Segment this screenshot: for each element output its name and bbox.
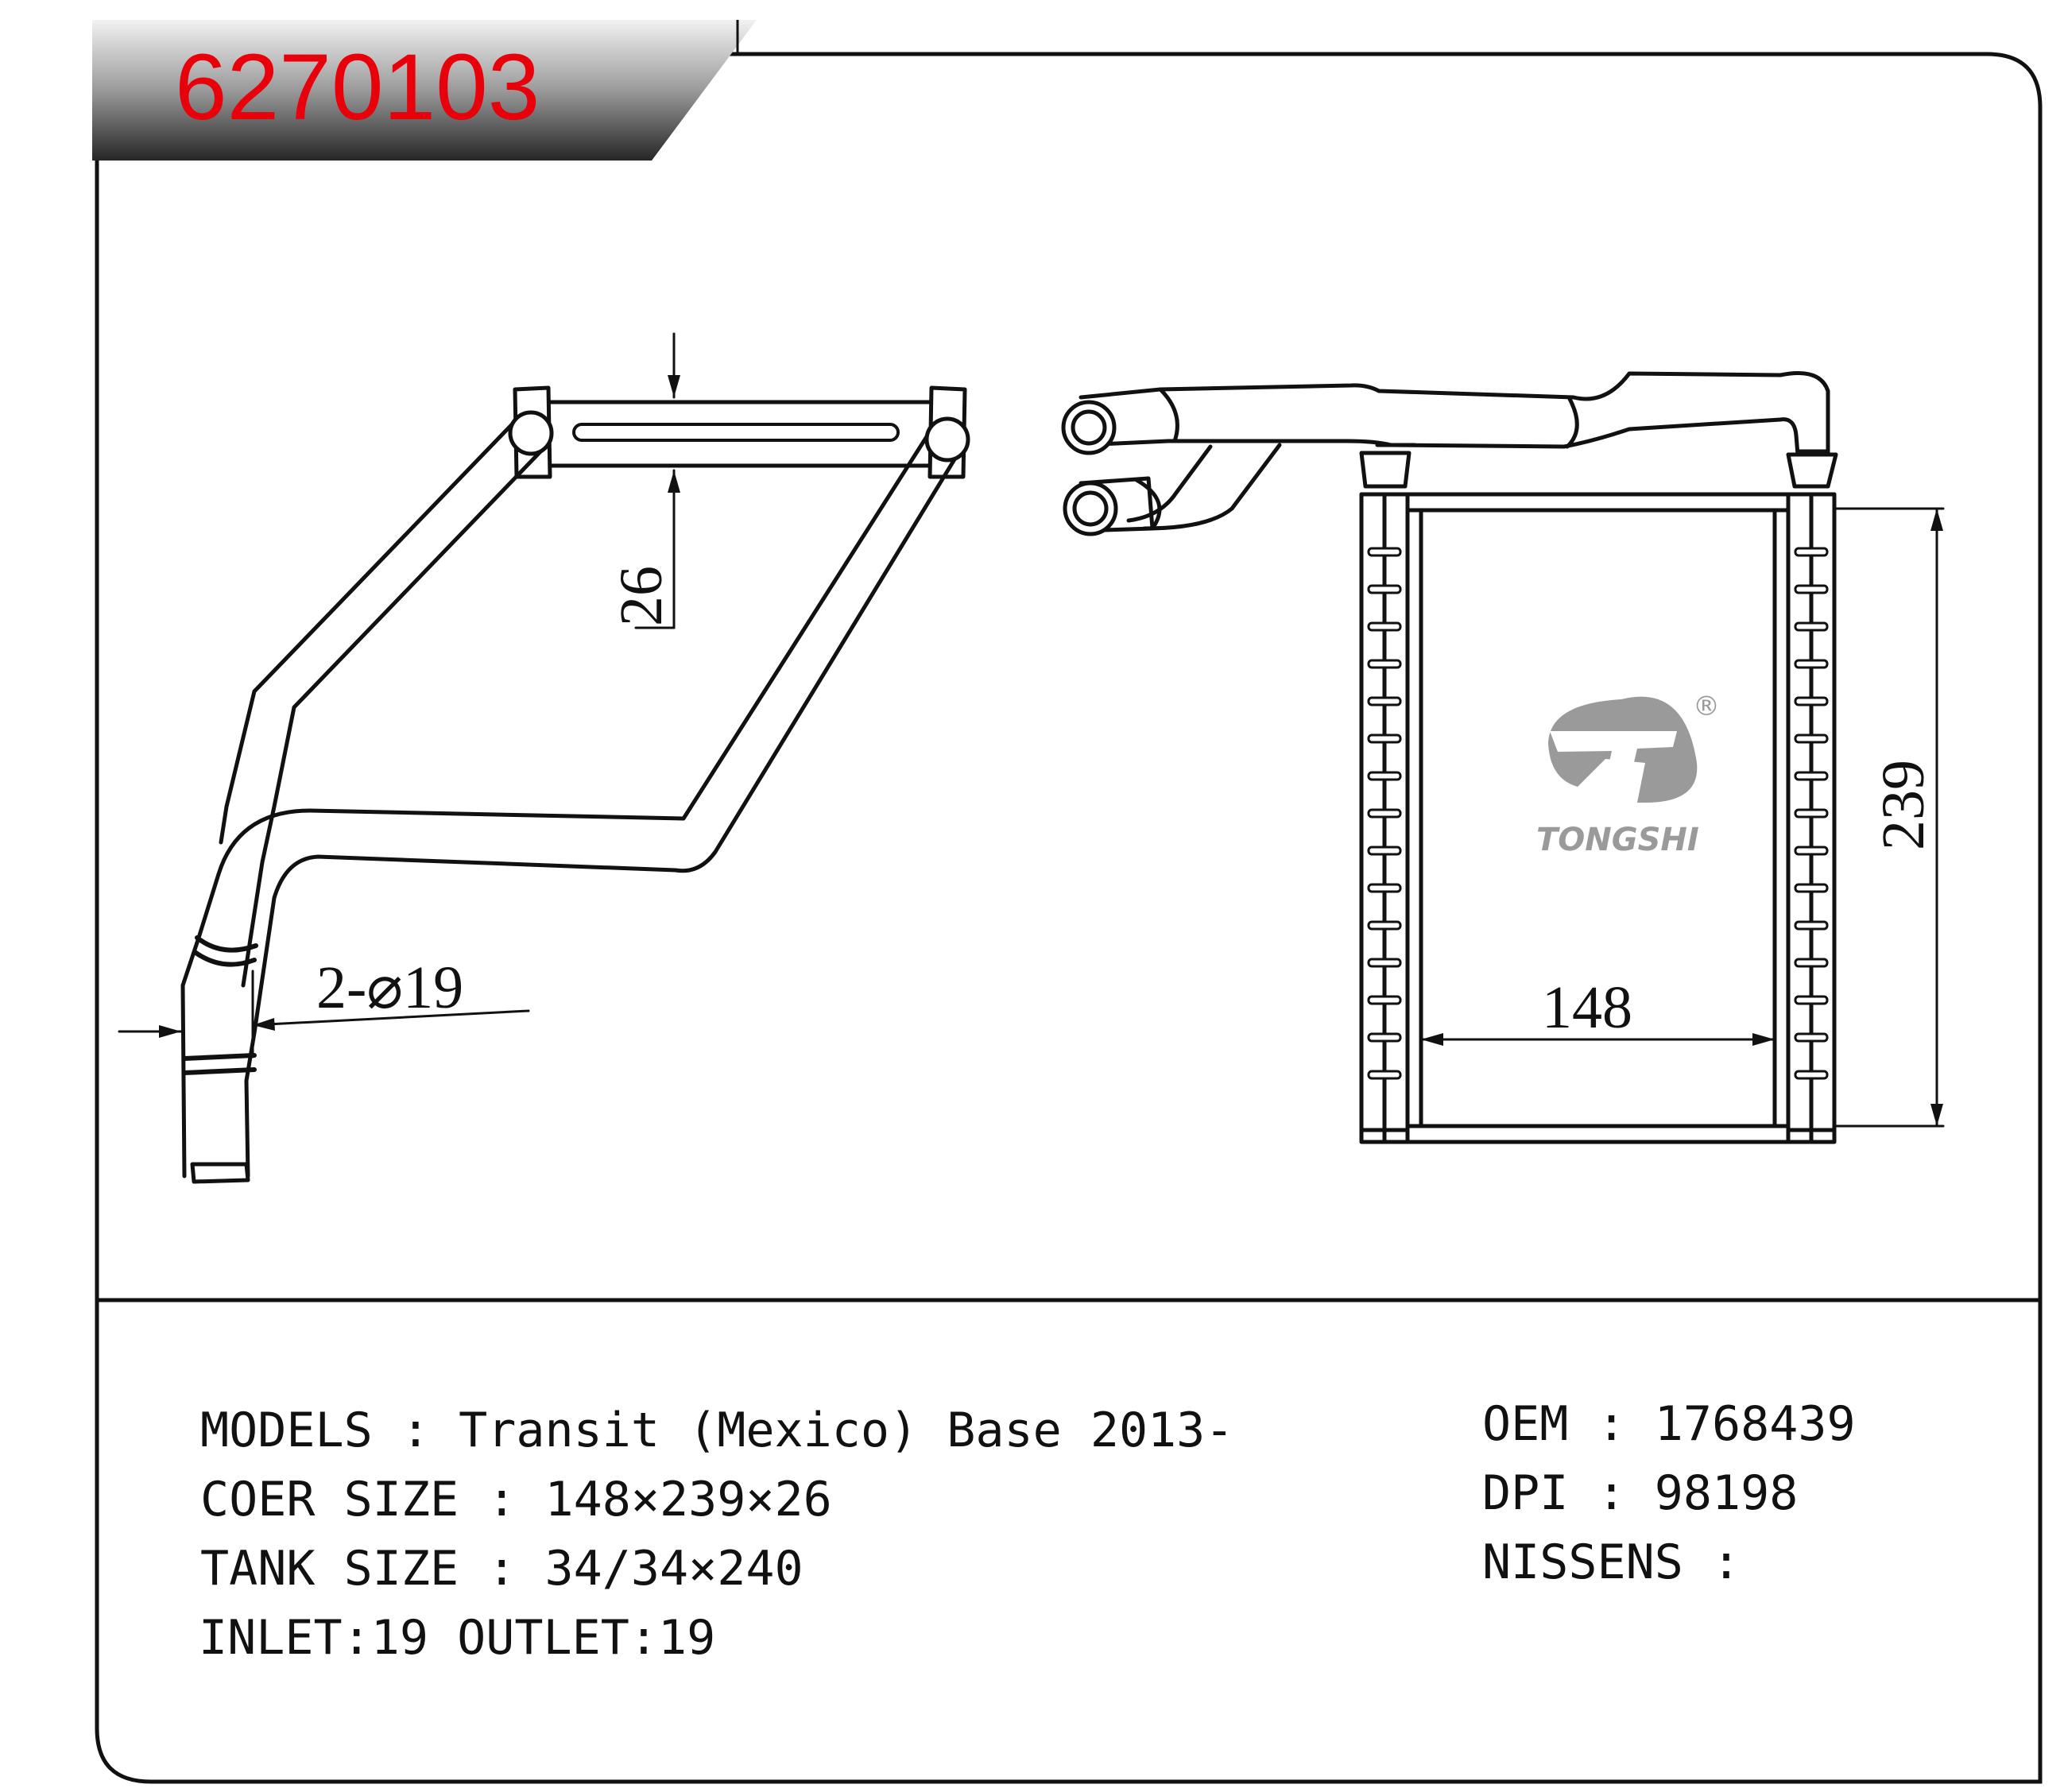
top-pipes [1061,371,1830,536]
left-tank-slot [1367,995,1402,1005]
side-view [118,332,970,1184]
left-tank-slot [1367,883,1402,893]
specifications: MODELS : Transit (Mexico) Base 2013- COE… [199,1396,1856,1666]
dim-pipe-diameter [118,970,530,1059]
right-tank-slot [1794,920,1829,931]
logo-brand: TONGSHI [1536,822,1699,858]
pipe-end-fittings [182,935,258,1184]
left-tank-slot [1367,621,1402,632]
pipe-b [180,416,970,1179]
right-tank-slot [1794,659,1829,669]
left-tank-slot [1367,771,1402,781]
right-tank-slot [1794,808,1829,819]
dim-239 [1833,507,1945,1128]
right-tank-slot [1794,733,1829,744]
front-view [1061,371,1945,1144]
spec-dpi: DPI : 98198 [1482,1465,1798,1521]
right-tank-slot [1794,995,1829,1005]
left-tank-slot [1367,1070,1402,1080]
tank-slot-marks [1367,547,1829,1080]
spec-core-size: COER SIZE : 148×239×26 [200,1472,832,1527]
spec-inlet-outlet: INLET:19 OUTLET:19 [199,1610,715,1666]
right-tank-slot [1794,771,1829,781]
outer-frame [95,52,2043,1784]
right-tank-slot [1794,1032,1829,1043]
dim-239-label: 239 [1870,760,1937,850]
pipe-a [219,410,554,988]
part-number: 6270103 [175,35,540,140]
tank-necks [1359,451,1838,489]
registered-mark: ® [1693,691,1720,722]
dim-148-label: 148 [1542,974,1632,1041]
left-tank-slot [1367,846,1402,856]
dim-pipe-diameter-label: 2-⌀19 [316,954,463,1021]
left-tank-slot [1367,958,1402,968]
left-tank-slot [1367,733,1402,744]
spec-nissens: NISSENS : [1482,1535,1741,1590]
dim-26-label: 26 [608,566,675,626]
tongshi-logo: ® TONGSHI [1536,691,1720,858]
right-tank-slot [1794,1070,1829,1080]
spec-tank-size: TANK SIZE : 34/34×240 [200,1541,804,1597]
spec-models: MODELS : Transit (Mexico) Base 2013- [200,1403,1233,1458]
dim-148 [1419,1033,1776,1046]
left-tank-slot [1367,659,1402,669]
right-tank-slot [1794,696,1829,706]
part-number-banner: 6270103 [92,20,757,161]
left-tank-slot [1367,547,1402,557]
left-tank-slot [1367,920,1402,931]
top-tube [513,385,967,479]
left-tank-slot [1367,1032,1402,1043]
right-tank-slot [1794,883,1829,893]
core [1405,492,1791,1144]
right-tank-slot [1794,547,1829,557]
right-tank-slot [1794,846,1829,856]
left-tank-slot [1367,696,1402,706]
left-tank-slot [1367,808,1402,819]
right-tank-slot [1794,621,1829,632]
spec-oem: OEM : 1768439 [1482,1396,1856,1452]
left-tank-slot [1367,584,1402,594]
right-tank-slot [1794,584,1829,594]
dim-26 [634,332,680,629]
right-tank-slot [1794,958,1829,968]
